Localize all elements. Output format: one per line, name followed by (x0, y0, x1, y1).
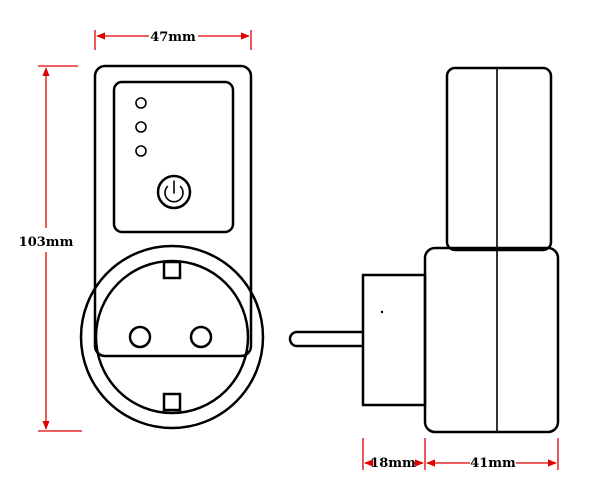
led-indicator-1 (135, 97, 147, 109)
power-button[interactable] (156, 174, 192, 210)
dimension-plug-depth: 18mm (362, 438, 426, 471)
led-indicator-3 (135, 145, 147, 157)
earth-clip-top (162, 260, 182, 280)
width-label: 47mm (150, 30, 196, 45)
plug-depth-label: 18mm (370, 456, 416, 471)
pin-hole-left (128, 325, 152, 349)
socket-inner-face (94, 259, 250, 415)
plug-base-dot (380, 310, 384, 314)
socket-outer-ring (79, 244, 265, 430)
led-indicator-2 (135, 121, 147, 133)
dimension-height: 103mm (19, 65, 82, 432)
dimension-body-depth: 41mm (426, 438, 559, 471)
plug-base (361, 273, 427, 407)
height-label: 103mm (19, 235, 74, 250)
power-icon (164, 180, 184, 203)
control-panel (112, 80, 235, 234)
side-view (288, 66, 560, 434)
side-upper-body (445, 66, 553, 252)
plug-pin (288, 330, 363, 348)
front-view (79, 64, 265, 430)
led-indicator-icon (135, 97, 147, 157)
pin-hole-right (189, 325, 213, 349)
body-depth-label: 41mm (470, 456, 516, 471)
front-housing (93, 64, 253, 358)
earth-clip-bottom (162, 392, 182, 412)
side-lower-body (423, 246, 560, 434)
dimension-width: 47mm (94, 30, 252, 50)
